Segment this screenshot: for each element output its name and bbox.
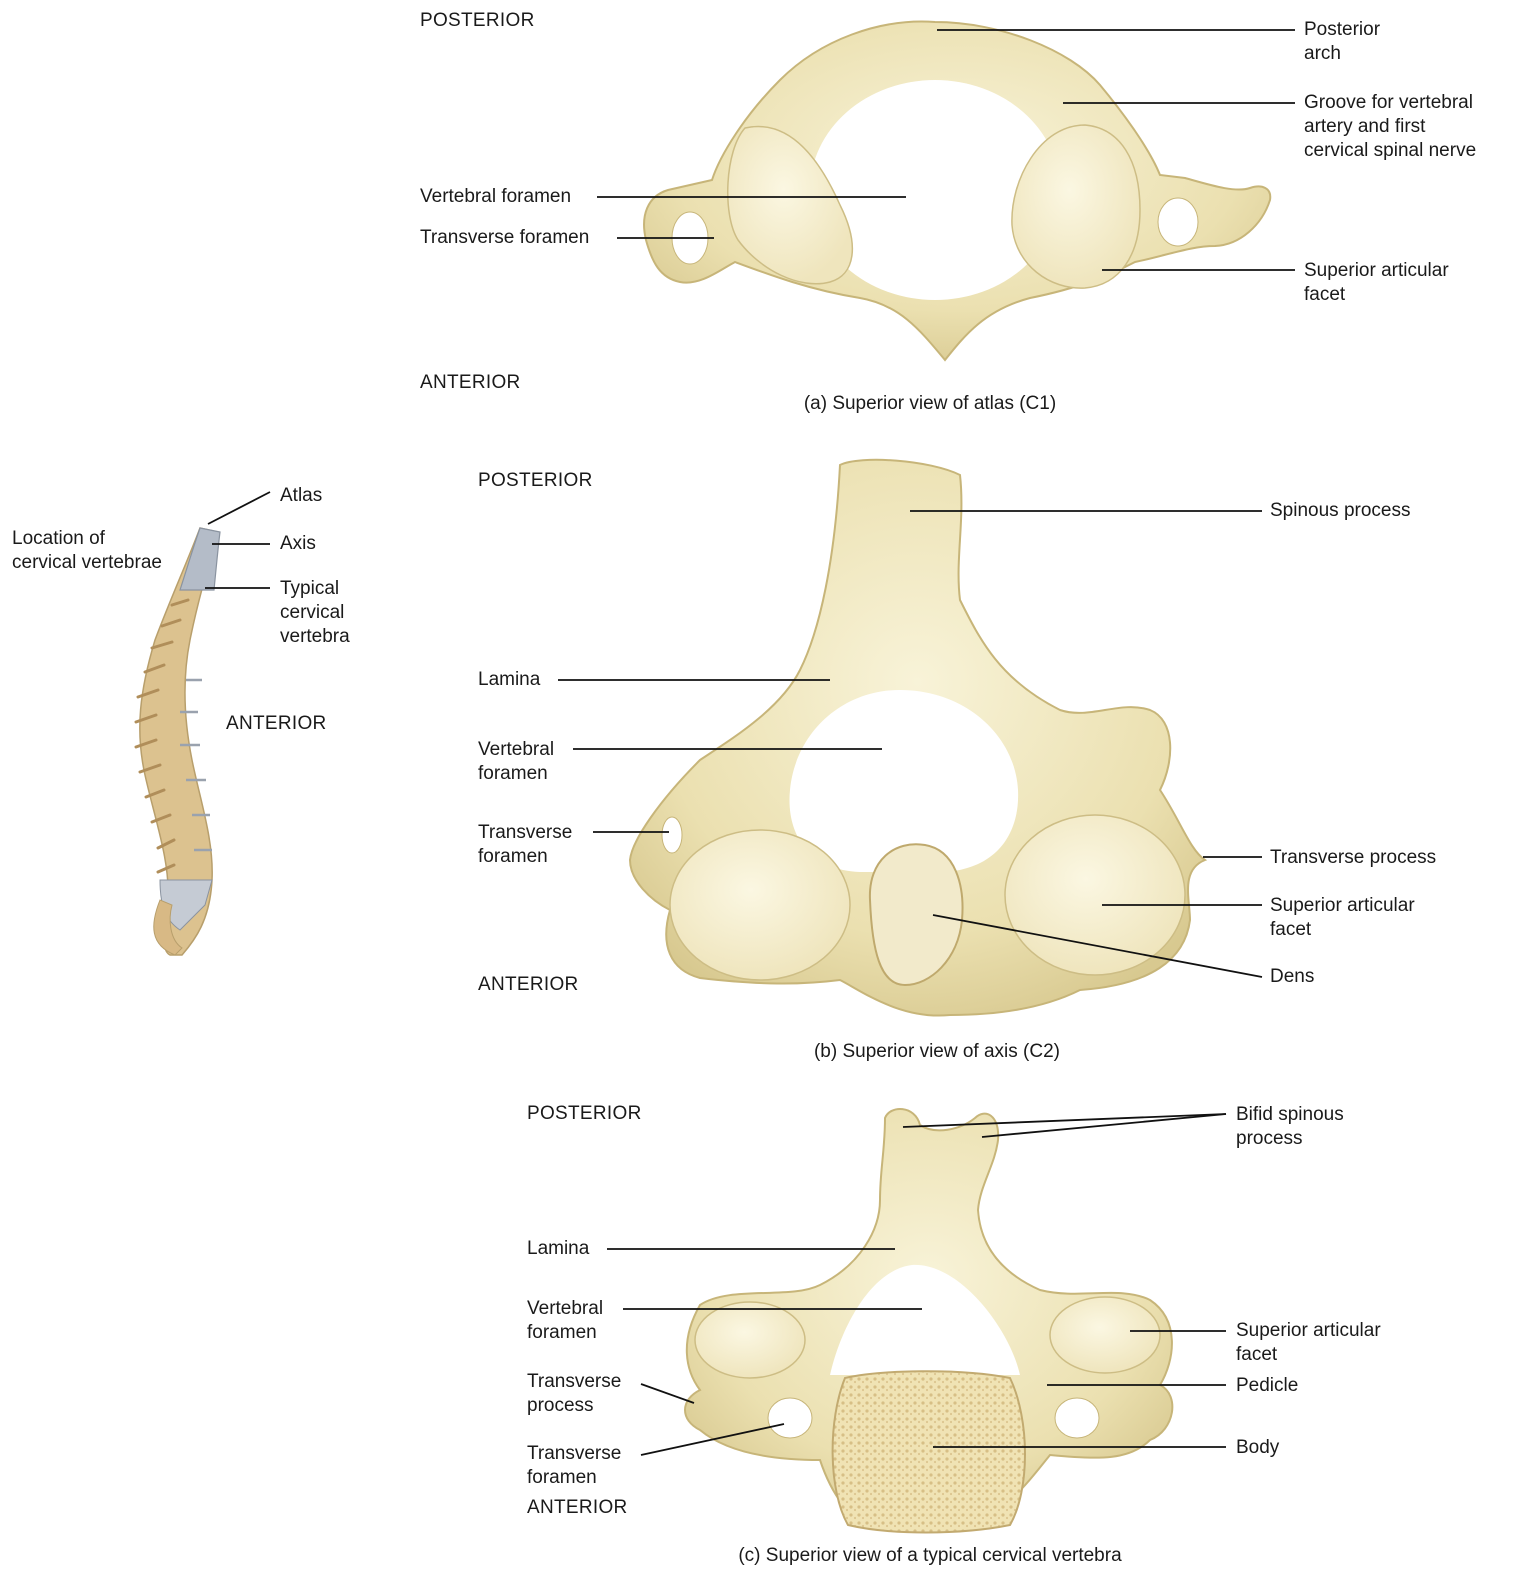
b-anterior-label: ANTERIOR <box>478 973 579 997</box>
typical-right-transverse-foramen <box>1055 1398 1099 1438</box>
typical-side-label: Typical cervical vertebra <box>280 577 350 649</box>
b-posterior-label: POSTERIOR <box>478 469 593 493</box>
b-vertebral-foramen-label: Vertebral foramen <box>478 738 554 786</box>
c-bifid-label: Bifid spinous process <box>1236 1103 1344 1151</box>
typical-body <box>833 1371 1025 1532</box>
c-transverse-foramen-label: Transverse foramen <box>527 1442 621 1490</box>
c-posterior-label: POSTERIOR <box>527 1102 642 1126</box>
c-caption: (c) Superior view of a typical cervical … <box>630 1544 1230 1568</box>
atlas-side-label: Atlas <box>280 484 322 508</box>
typical-left-facet <box>695 1302 805 1378</box>
a-caption: (a) Superior view of atlas (C1) <box>710 392 1150 416</box>
typical-right-facet <box>1050 1297 1160 1373</box>
cervical-segment <box>180 528 220 590</box>
a-posterior-arch-label: Posterior arch <box>1304 18 1380 66</box>
a-posterior-label: POSTERIOR <box>420 9 535 33</box>
axis-bone <box>630 460 1205 1016</box>
b-transverse-process-label: Transverse process <box>1270 846 1436 870</box>
axis-right-facet <box>1005 815 1185 975</box>
a-superior-facet-label: Superior articular facet <box>1304 259 1449 307</box>
b-transverse-foramen-label: Transverse foramen <box>478 821 572 869</box>
atlas-bone <box>644 22 1270 360</box>
a-vertebral-foramen-label: Vertebral foramen <box>420 185 571 209</box>
c-transverse-process-label: Transverse process <box>527 1370 621 1418</box>
b-lamina-label: Lamina <box>478 668 540 692</box>
a-transverse-foramen-label: Transverse foramen <box>420 226 589 250</box>
location-label: Location of cervical vertebrae <box>12 527 162 575</box>
leader-atlas <box>208 492 270 524</box>
side-anterior-label: ANTERIOR <box>226 712 327 736</box>
c-anterior-label: ANTERIOR <box>527 1496 628 1520</box>
b-dens-label: Dens <box>1270 965 1314 989</box>
leader-c-transverse-process <box>641 1384 694 1403</box>
c-lamina-label: Lamina <box>527 1237 589 1261</box>
typical-vertebra-bone <box>685 1109 1172 1533</box>
leader-c-bifid-2 <box>982 1114 1226 1137</box>
axis-side-label: Axis <box>280 532 316 556</box>
c-vertebral-foramen-label: Vertebral foramen <box>527 1297 603 1345</box>
c-superior-facet-label: Superior articular facet <box>1236 1319 1381 1367</box>
a-anterior-label: ANTERIOR <box>420 371 521 395</box>
b-caption: (b) Superior view of axis (C2) <box>717 1040 1157 1064</box>
axis-transverse-foramen-hole <box>662 817 682 853</box>
c-pedicle-label: Pedicle <box>1236 1374 1298 1398</box>
leader-c-bifid-1 <box>903 1114 1226 1127</box>
c-body-label: Body <box>1236 1436 1279 1460</box>
a-groove-label: Groove for vertebral artery and first ce… <box>1304 91 1476 163</box>
atlas-right-transverse-foramen <box>1158 198 1198 246</box>
axis-left-facet <box>670 830 850 980</box>
typical-left-transverse-foramen <box>768 1398 812 1438</box>
spine-side-view <box>136 528 220 955</box>
b-superior-facet-label: Superior articular facet <box>1270 894 1415 942</box>
b-spinous-label: Spinous process <box>1270 499 1410 523</box>
